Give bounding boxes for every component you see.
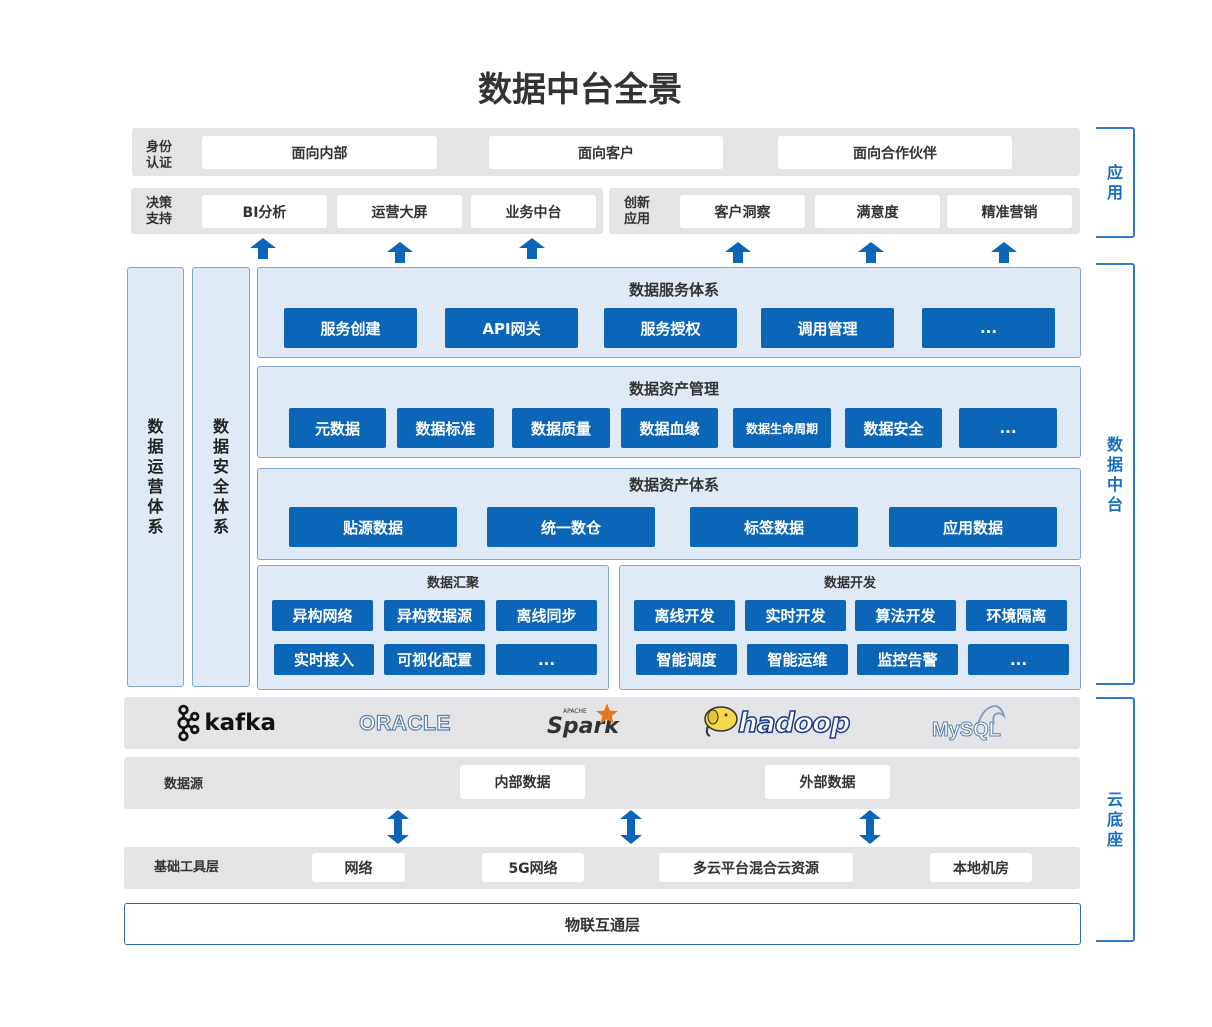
development-item[interactable]: 实时开发 xyxy=(745,600,846,631)
elephant-icon xyxy=(704,706,738,737)
up-arrow-icon xyxy=(387,242,413,263)
decision-item-bi[interactable]: BI分析 xyxy=(202,195,327,228)
oracle-logo: ORACLE xyxy=(352,708,458,740)
bracket-app xyxy=(1096,127,1135,238)
double-arrow-icon xyxy=(620,810,642,844)
bracket-middle xyxy=(1096,263,1135,685)
development-item[interactable]: 智能调度 xyxy=(636,644,737,675)
identity-item-internal[interactable]: 面向内部 xyxy=(202,136,437,169)
development-item[interactable]: 算法开发 xyxy=(855,600,956,631)
spark-logo: APACHE Spark xyxy=(545,702,621,744)
data-development-title: 数据开发 xyxy=(823,576,876,591)
asset-system-item[interactable]: 应用数据 xyxy=(889,507,1057,547)
data-source-label: 数据源 xyxy=(164,777,204,792)
service-item[interactable]: API网关 xyxy=(445,308,578,348)
data-source-row xyxy=(124,757,1080,809)
aggregation-item[interactable]: 异构网络 xyxy=(272,600,373,631)
up-arrow-icon xyxy=(519,238,545,259)
asset-system-item[interactable]: 贴源数据 xyxy=(289,507,457,547)
decision-item-screen[interactable]: 运营大屏 xyxy=(337,195,462,228)
asset-mgmt-item[interactable]: ... xyxy=(959,408,1057,448)
page-title: 数据中台全景 xyxy=(478,70,682,110)
up-arrow-icon xyxy=(991,242,1017,263)
data-security-system: 数 据 安 全 体 系 xyxy=(192,267,250,687)
spark-small-text: APACHE xyxy=(563,708,587,715)
aggregation-item[interactable]: 异构数据源 xyxy=(384,600,485,631)
asset-system-item[interactable]: 标签数据 xyxy=(690,507,858,547)
identity-item-partner[interactable]: 面向合作伙伴 xyxy=(778,136,1012,169)
mysql-text: MySQL xyxy=(932,719,1002,742)
iot-layer: 物联互通层 xyxy=(124,903,1081,945)
decision-item-business[interactable]: 业务中台 xyxy=(471,195,596,228)
mysql-logo: MySQL xyxy=(928,702,1012,744)
data-ops-label: 数 据 运 营 体 系 xyxy=(147,417,164,536)
decision-label: 决策 支持 xyxy=(146,196,173,227)
asset-mgmt-item[interactable]: 数据生命周期 xyxy=(733,408,831,448)
infra-item-datacenter[interactable]: 本地机房 xyxy=(930,853,1032,882)
infra-row xyxy=(124,847,1080,889)
development-item[interactable]: 离线开发 xyxy=(634,600,735,631)
infra-label: 基础工具层 xyxy=(154,860,220,875)
aggregation-item[interactable]: ... xyxy=(496,644,597,675)
up-arrow-icon xyxy=(858,242,884,263)
oracle-text: ORACLE xyxy=(359,711,451,735)
asset-mgmt-item[interactable]: 数据质量 xyxy=(512,408,610,448)
service-system-title: 数据服务体系 xyxy=(628,281,719,299)
up-arrows xyxy=(250,238,1017,263)
bracket-cloud xyxy=(1096,697,1135,942)
up-arrow-icon xyxy=(725,242,751,263)
identity-item-customer[interactable]: 面向客户 xyxy=(489,136,723,169)
dolphin-icon xyxy=(977,705,1006,725)
service-item[interactable]: ... xyxy=(922,308,1055,348)
asset-system-item[interactable]: 统一数仓 xyxy=(487,507,655,547)
hadoop-logo: hadoop xyxy=(700,702,851,744)
development-item[interactable]: ... xyxy=(968,644,1069,675)
data-source-internal[interactable]: 内部数据 xyxy=(460,765,585,799)
asset-mgmt-item[interactable]: 数据标准 xyxy=(397,408,494,448)
innovation-label: 创新 应用 xyxy=(624,196,651,227)
innovation-item-satisfaction[interactable]: 满意度 xyxy=(815,195,940,228)
aggregation-item[interactable]: 实时接入 xyxy=(274,644,374,675)
identity-label: 身份 认证 xyxy=(146,140,173,171)
asset-mgmt-item[interactable]: 元数据 xyxy=(289,408,386,448)
development-item[interactable]: 监控告警 xyxy=(857,644,958,675)
hadoop-text: hadoop xyxy=(737,705,851,740)
star-icon xyxy=(596,703,618,724)
development-item[interactable]: 智能运维 xyxy=(747,644,848,675)
data-aggregation-title: 数据汇聚 xyxy=(426,576,479,591)
infra-item-network[interactable]: 网络 xyxy=(312,853,405,882)
service-item[interactable]: 调用管理 xyxy=(761,308,894,348)
bidirectional-arrows xyxy=(387,810,881,844)
service-item[interactable]: 服务创建 xyxy=(284,308,417,348)
bracket-app-label: 应 用 xyxy=(1106,163,1123,202)
double-arrow-icon xyxy=(859,810,881,844)
service-item[interactable]: 服务授权 xyxy=(604,308,737,348)
data-ops-system: 数 据 运 营 体 系 xyxy=(127,267,184,687)
data-source-external[interactable]: 外部数据 xyxy=(765,765,890,799)
infra-item-cloud[interactable]: 多云平台混合云资源 xyxy=(659,853,853,882)
asset-mgmt-item[interactable]: 数据安全 xyxy=(845,408,942,448)
asset-system-title: 数据资产体系 xyxy=(628,476,719,494)
innovation-item-insight[interactable]: 客户洞察 xyxy=(680,195,805,228)
bracket-cloud-label: 云 底 座 xyxy=(1106,790,1123,849)
data-security-label: 数 据 安 全 体 系 xyxy=(212,417,229,536)
bracket-middle-label: 数 据 中 台 xyxy=(1106,435,1123,514)
kafka-logo: kafka xyxy=(176,703,276,743)
asset-management-title: 数据资产管理 xyxy=(628,380,719,398)
tech-logos-row xyxy=(124,697,1080,749)
innovation-item-marketing[interactable]: 精准营销 xyxy=(947,195,1072,228)
kafka-text: kafka xyxy=(204,710,276,736)
aggregation-item[interactable]: 离线同步 xyxy=(496,600,597,631)
infra-item-5g[interactable]: 5G网络 xyxy=(482,853,584,882)
kafka-icon xyxy=(177,704,200,742)
up-arrow-icon xyxy=(250,238,276,259)
double-arrow-icon xyxy=(387,810,409,844)
development-item[interactable]: 环境隔离 xyxy=(966,600,1067,631)
aggregation-item[interactable]: 可视化配置 xyxy=(384,644,485,675)
asset-mgmt-item[interactable]: 数据血缘 xyxy=(621,408,718,448)
